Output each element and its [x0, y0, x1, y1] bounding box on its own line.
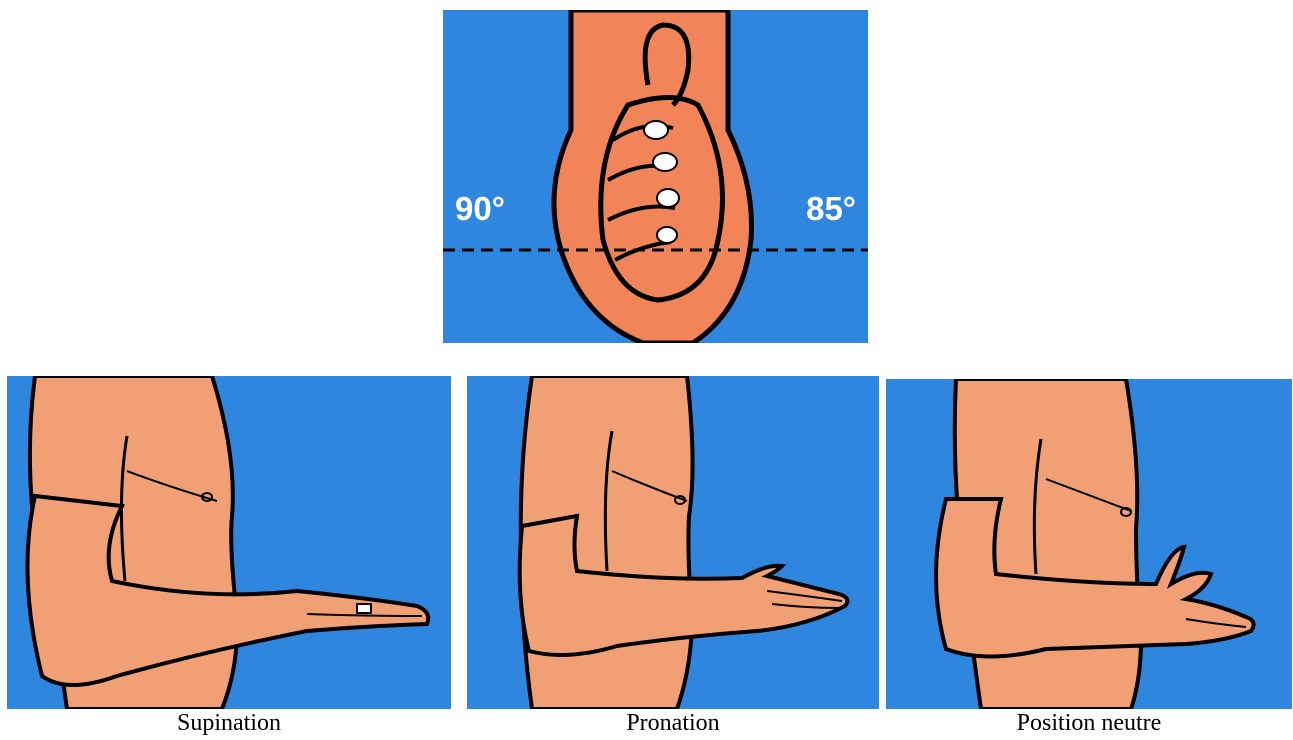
supination-caption: Supination [7, 710, 451, 737]
supination-illustration [7, 376, 451, 709]
right-angle-label: 85° [806, 190, 856, 228]
left-angle-label: 90° [455, 190, 505, 228]
pronation-caption: Pronation [467, 710, 879, 737]
supination-panel [7, 376, 451, 709]
neutral-position-panel [886, 379, 1292, 709]
neutral-position-caption: Position neutre [886, 710, 1292, 737]
hand-front-illustration [443, 10, 868, 343]
forearm-rotation-figure: 90° 85° [443, 10, 868, 343]
pronation-panel [467, 376, 879, 709]
pronation-illustration [467, 376, 879, 709]
neutral-position-illustration [886, 379, 1292, 709]
